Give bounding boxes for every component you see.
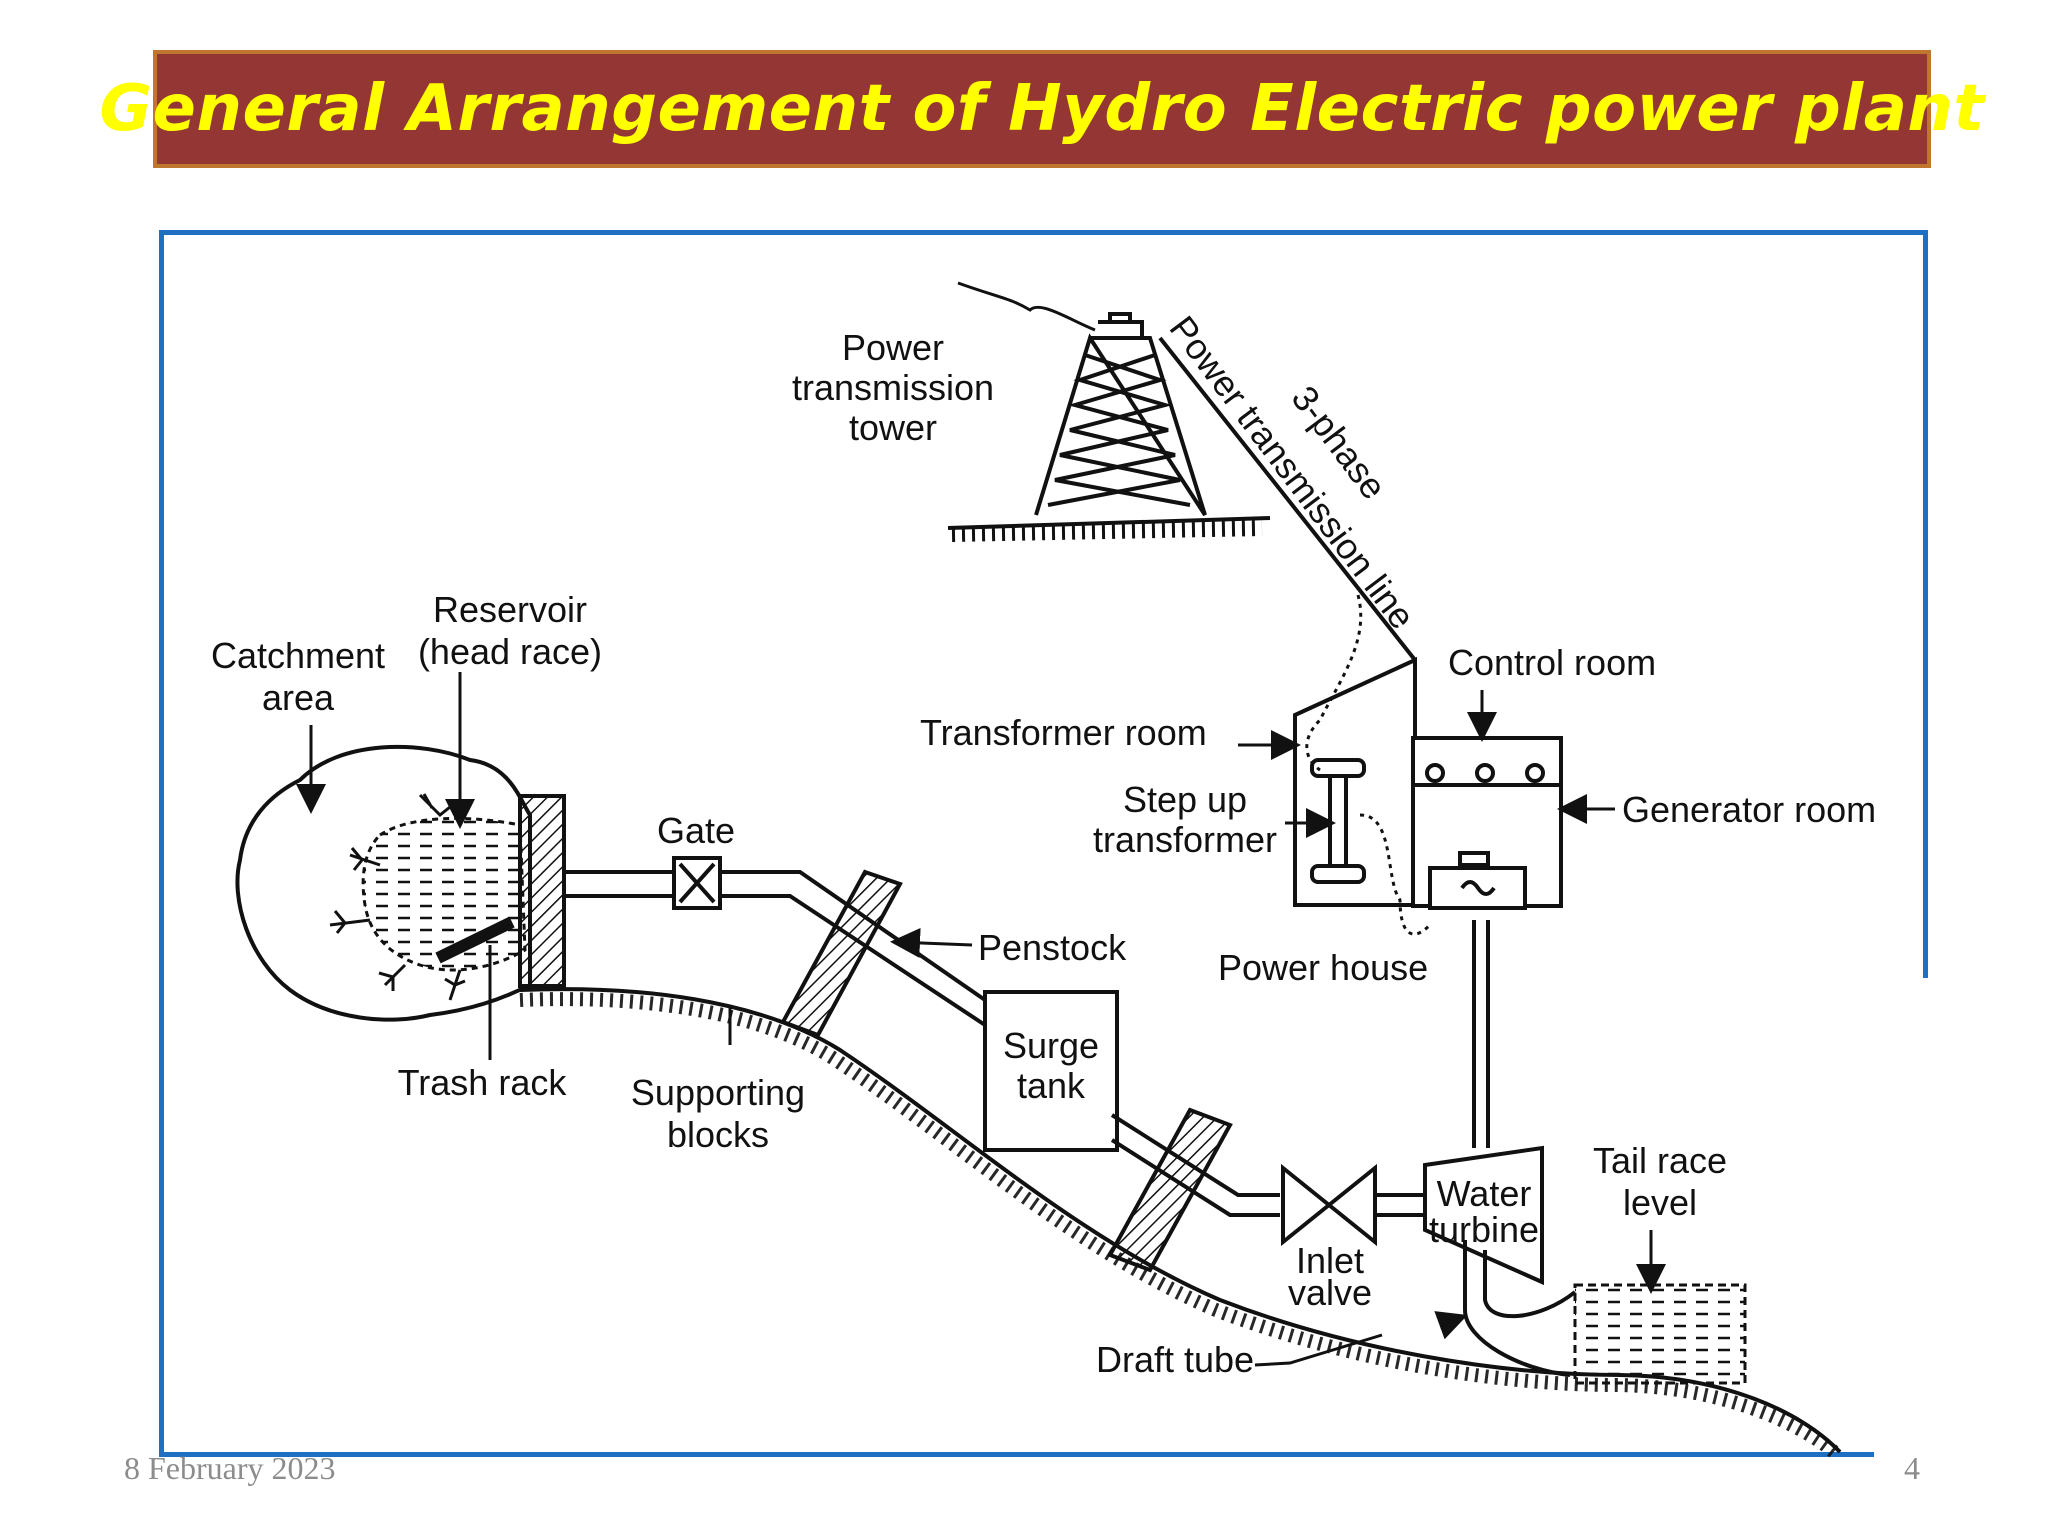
label-power-house: Power house <box>1218 947 1428 988</box>
label-trash-rack: Trash rack <box>398 1062 568 1103</box>
label-supporting-1: Supporting <box>631 1072 805 1113</box>
leader-lines <box>488 945 1383 1367</box>
overhead-wire <box>957 281 1096 332</box>
label-draft-tube: Draft tube <box>1096 1339 1254 1380</box>
label-reservoir-1: Reservoir <box>433 589 587 630</box>
transmission-line <box>1158 336 1417 662</box>
label-surge-2: tank <box>1017 1065 1086 1106</box>
diagram-frame-bottom-edge <box>159 1452 1874 1457</box>
label-catchment-2: area <box>262 677 335 718</box>
diagram-frame-right-edge <box>1923 230 1928 978</box>
diagram-frame <box>159 230 1928 1456</box>
footer-date: 8 February 2023 <box>124 1450 336 1486</box>
turbine-shaft <box>1472 920 1490 1148</box>
head-race-pipe <box>564 870 987 1027</box>
label-power-tower-3: tower <box>849 407 937 448</box>
dam-wall <box>518 794 566 988</box>
penstock-pipe <box>1110 1113 1280 1217</box>
tributary-streams <box>329 793 466 1001</box>
control-panel-indicators <box>1425 763 1545 783</box>
title-banner: General Arrangement of Hydro Electric po… <box>99 50 1984 168</box>
label-inlet-1: Inlet <box>1296 1240 1364 1281</box>
supporting-block <box>1107 1107 1233 1273</box>
label-tail-race-1: Tail race <box>1593 1140 1727 1181</box>
label-step-up-2: transformer <box>1093 819 1277 860</box>
gate-icon <box>672 856 722 910</box>
label-inlet-2: valve <box>1288 1272 1372 1313</box>
generator-icon <box>1428 851 1527 910</box>
label-generator-room: Generator room <box>1622 789 1876 830</box>
step-up-transformer-icon <box>1310 758 1366 884</box>
inlet-valve-icon <box>1281 1163 1425 1247</box>
label-surge-1: Surge <box>1003 1025 1099 1066</box>
label-turbine-1: Water <box>1437 1173 1532 1214</box>
label-tail-race-2: level <box>1623 1182 1697 1223</box>
water-turbine <box>1423 1145 1544 1286</box>
tail-race-water <box>1573 1283 1747 1385</box>
cable-dotted <box>1305 594 1432 936</box>
label-catchment-1: Catchment <box>211 635 385 676</box>
label-control-room: Control room <box>1448 642 1656 683</box>
label-supporting-2: blocks <box>667 1114 769 1155</box>
reservoir-water <box>361 816 527 972</box>
label-reservoir-2: (head race) <box>418 631 602 672</box>
trash-rack <box>435 916 515 964</box>
slide-title: General Arrangement of Hydro Electric po… <box>99 72 1985 146</box>
supporting-block <box>780 869 903 1038</box>
label-step-up-1: Step up <box>1123 779 1247 820</box>
label-power-tower-2: transmission <box>792 367 994 408</box>
transmission-tower <box>947 312 1271 530</box>
label-penstock: Penstock <box>978 927 1127 968</box>
label-transformer-room: Transformer room <box>920 712 1207 753</box>
label-power-tower-1: Power <box>842 327 944 368</box>
ground-hatch <box>951 520 1263 542</box>
diagram-labels: Power transmission tower 3-phase Power t… <box>211 308 1876 1380</box>
footer-page-number: 4 <box>1904 1450 1920 1486</box>
label-arrows <box>296 672 1666 1340</box>
label-turbine-2: turbine <box>1429 1209 1539 1250</box>
label-gate: Gate <box>657 810 735 851</box>
surge-tank <box>983 990 1119 1152</box>
